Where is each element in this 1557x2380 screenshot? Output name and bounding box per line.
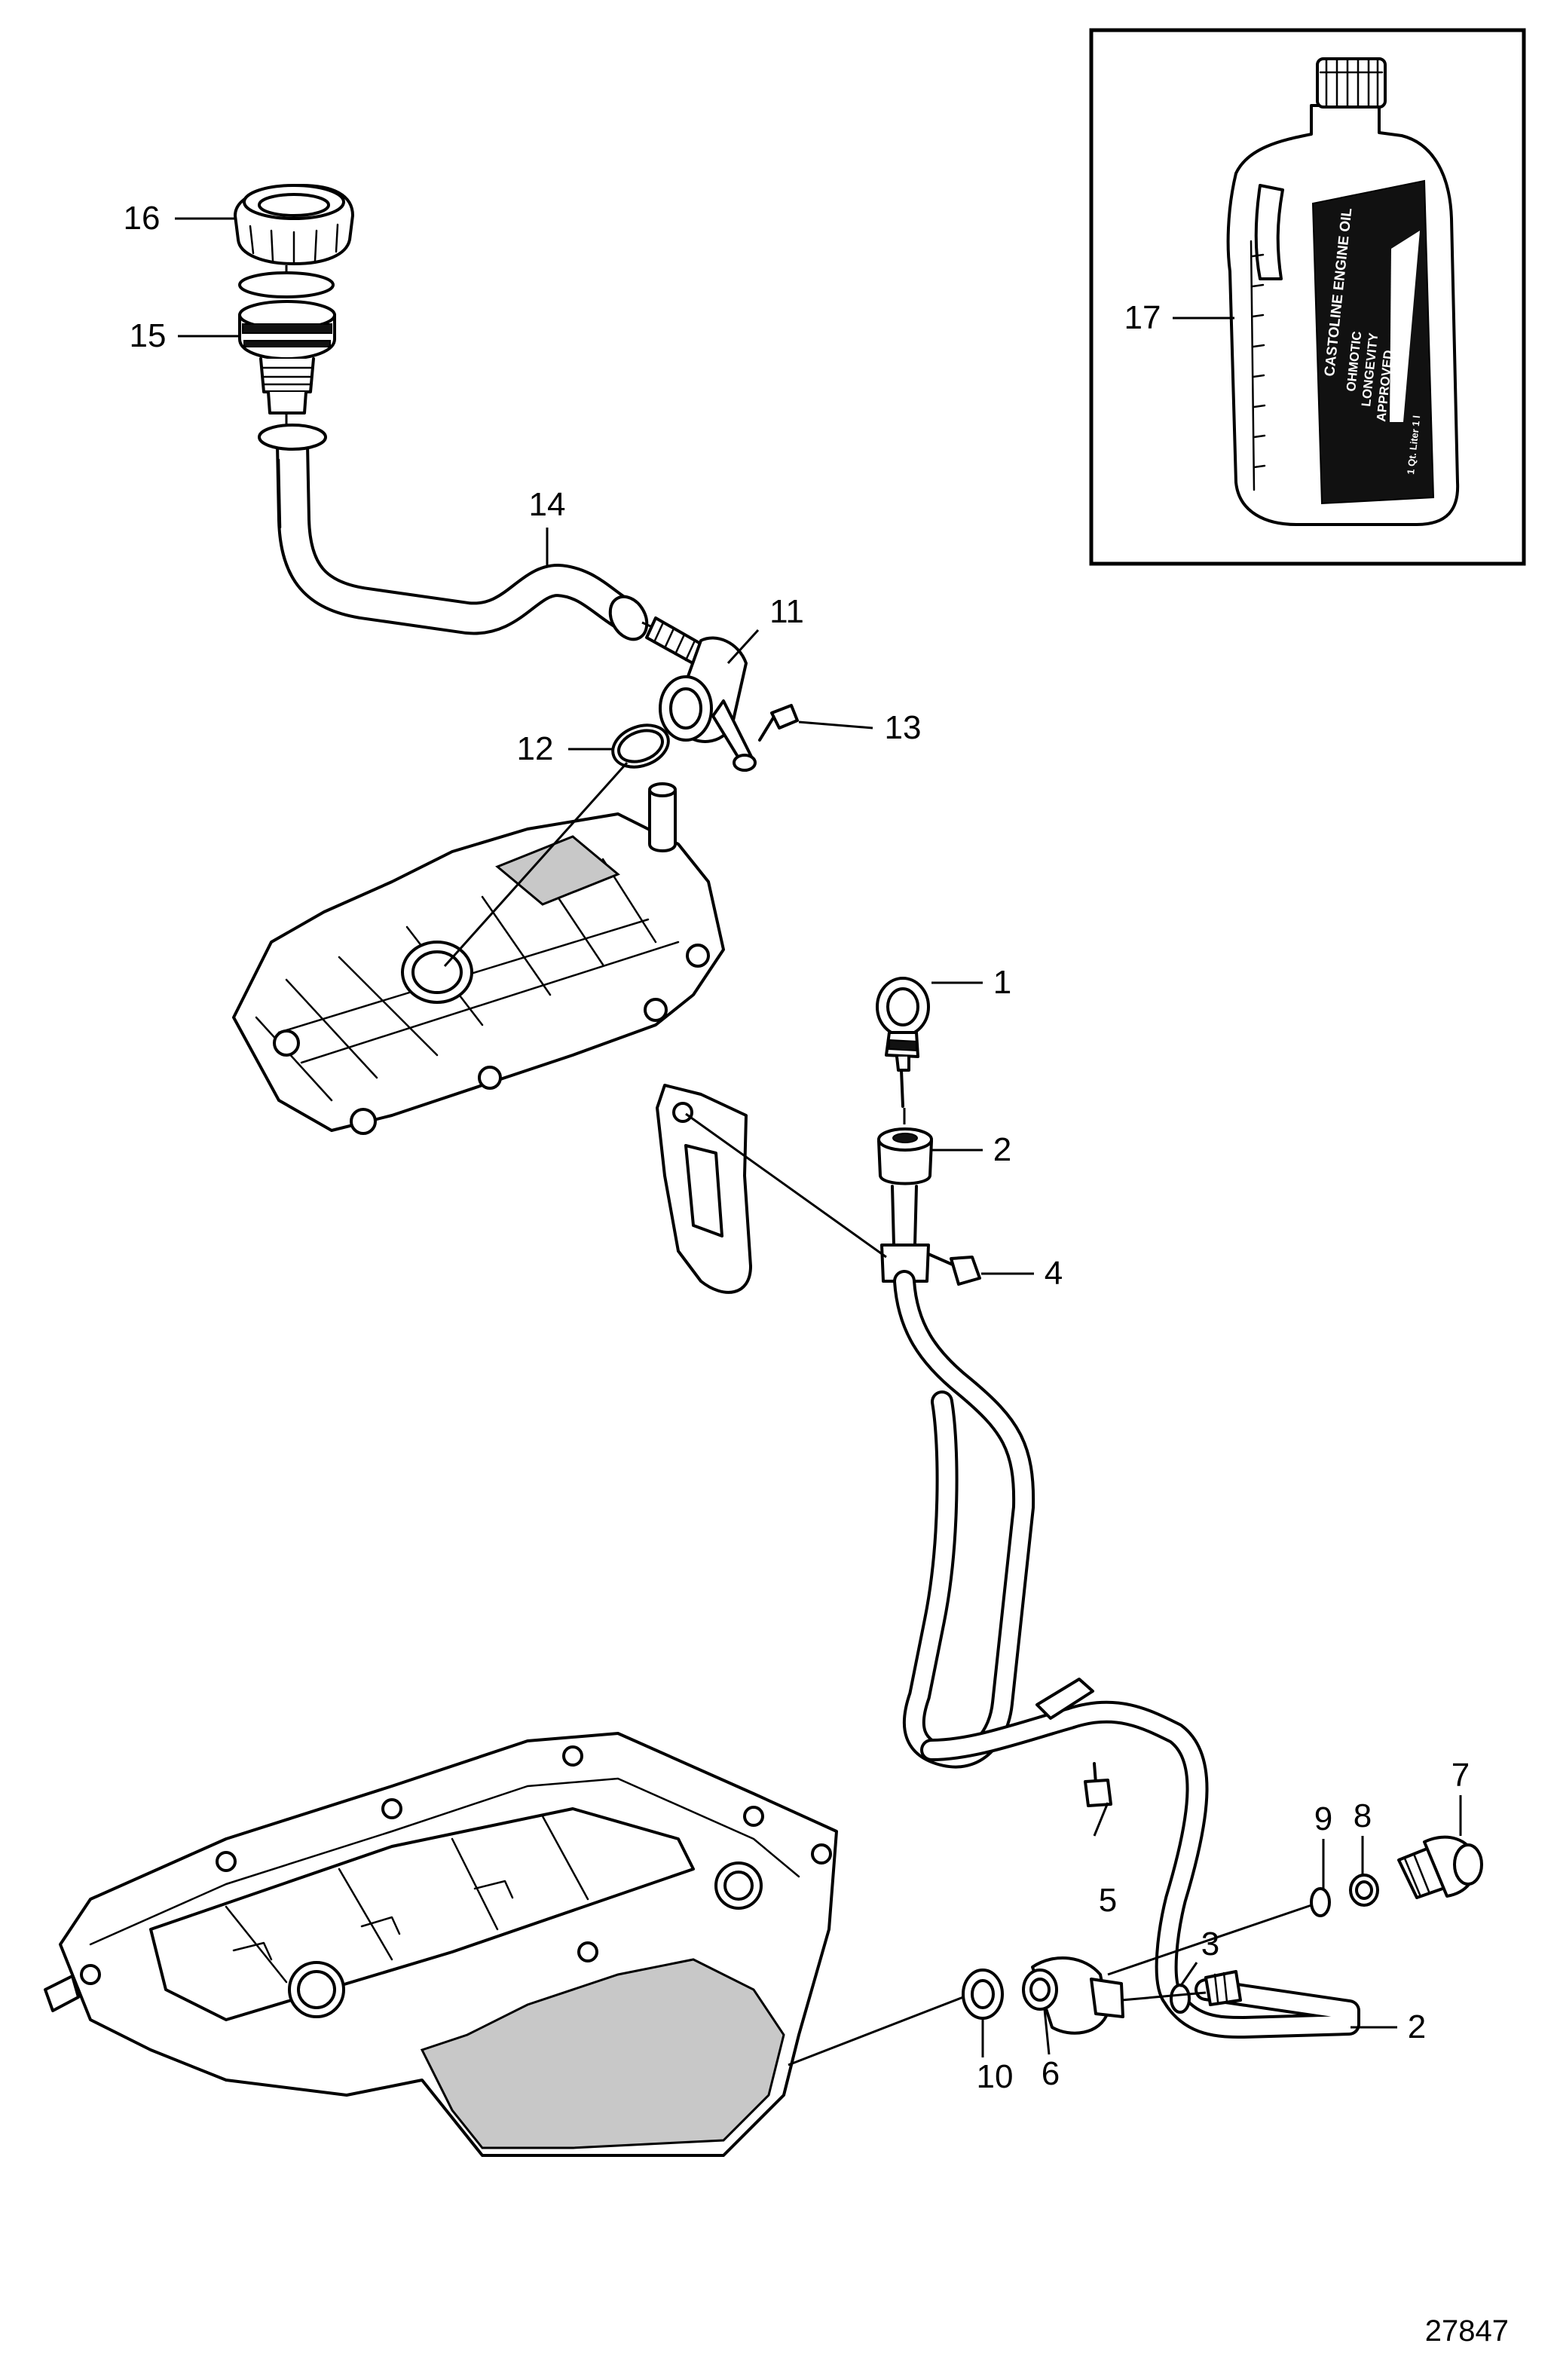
callout-14: 14 xyxy=(529,486,566,523)
callout-10: 10 xyxy=(977,2058,1014,2095)
oil-pan xyxy=(44,1732,838,2157)
valve-cover xyxy=(232,782,725,1135)
document-number: 27847 xyxy=(1425,2314,1509,2348)
dipstick xyxy=(876,977,930,1108)
leader-lines xyxy=(175,217,1462,2057)
union-fitting xyxy=(1022,1956,1124,2035)
dipstick-tube xyxy=(880,1185,1035,1769)
filler-neck xyxy=(238,300,336,415)
bolt-5 xyxy=(1084,1762,1112,1807)
callout-11: 11 xyxy=(769,593,804,630)
filler-seal-ring xyxy=(238,271,335,298)
callout-17: 17 xyxy=(1124,299,1161,336)
breather-elbow xyxy=(645,616,757,772)
callout-2-lower: 2 xyxy=(1408,2008,1426,2045)
washer-3 xyxy=(1170,1984,1191,2014)
callout-12: 12 xyxy=(517,730,554,767)
bolt-4 xyxy=(927,1253,981,1286)
breather-hose xyxy=(258,424,649,641)
callout-15: 15 xyxy=(130,317,167,354)
callout-6: 6 xyxy=(1042,2055,1060,2092)
bolt-13 xyxy=(758,704,799,742)
filler-cap xyxy=(234,184,354,265)
oil-bottle-inset: CASTOLINE ENGINE OIL OHMOTIC LONGEVITY A… xyxy=(1089,28,1526,566)
callout-5: 5 xyxy=(1099,1882,1117,1919)
callout-labels: 16 15 14 11 12 13 17 1 2 4 5 2 3 7 8 9 1… xyxy=(124,200,1470,2095)
callout-13: 13 xyxy=(885,709,922,746)
callout-16: 16 xyxy=(124,200,161,237)
callout-8: 8 xyxy=(1354,1797,1372,1834)
callout-3: 3 xyxy=(1201,1926,1219,1962)
callout-2-upper: 2 xyxy=(993,1131,1011,1168)
mounting-bracket xyxy=(656,1084,752,1294)
washer-9 xyxy=(1310,1887,1331,1917)
callout-7: 7 xyxy=(1451,1757,1470,1794)
callout-9: 9 xyxy=(1314,1800,1332,1837)
dipstick-grommet xyxy=(877,1127,933,1185)
drain-plug xyxy=(1397,1835,1483,1899)
callout-4: 4 xyxy=(1045,1255,1063,1292)
callout-1: 1 xyxy=(993,964,1011,1001)
